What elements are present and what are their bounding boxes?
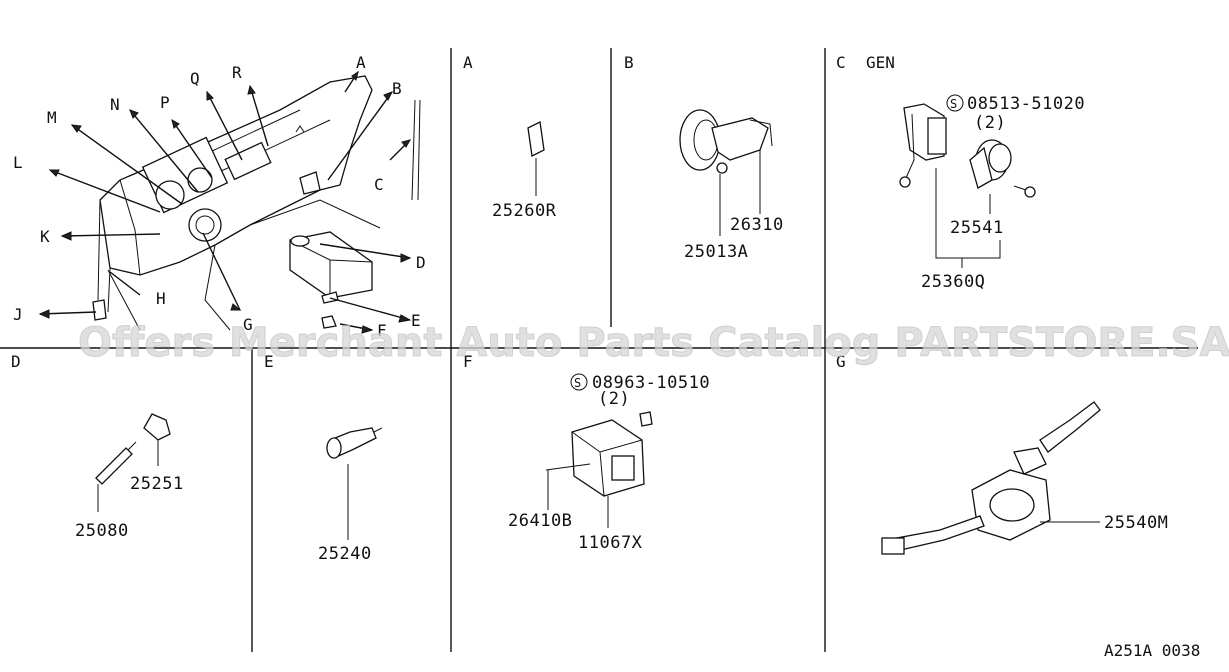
sensor-drawing (95, 447, 133, 485)
callout-q: Q (190, 69, 200, 88)
part-number-25360q[interactable]: 25360Q (921, 272, 985, 292)
callout-r: R (232, 63, 242, 82)
screw-quantity: (2) (974, 113, 1006, 133)
screw-symbol-label: S (574, 376, 581, 390)
part-number-25540m[interactable]: 25540M (1104, 513, 1168, 533)
panel-letter: D (11, 352, 21, 371)
panel-d: D 25251 25080 (11, 352, 184, 541)
panel-b: B 26310 25013A (624, 53, 784, 262)
diagram-code: A251A 0038 (1104, 641, 1200, 660)
part-number-26410b[interactable]: 26410B (508, 511, 572, 531)
screw-symbol-icon (946, 94, 964, 112)
part-number-25541[interactable]: 25541 (950, 218, 1004, 238)
callout-k: K (40, 227, 50, 246)
panel-letter: E (264, 352, 274, 371)
panel-f: F S 08963-10510 (2) 26410B 11067X (463, 352, 710, 553)
part-number-25080[interactable]: 25080 (75, 521, 129, 541)
panel-title: GEN (866, 53, 895, 72)
screw-symbol-icon (570, 373, 588, 391)
part-number-25240[interactable]: 25240 (318, 544, 372, 564)
panel-grid (0, 48, 1198, 652)
screw-part-number[interactable]: 08963-10510 (592, 373, 710, 393)
callout-p: P (160, 93, 170, 112)
part-number-25251[interactable]: 25251 (130, 474, 184, 494)
callout-m: M (47, 108, 57, 127)
callout-g: G (243, 315, 253, 334)
panel-c: C GEN S 08513-51020 (2) 25541 25360Q (836, 53, 1085, 292)
screw-symbol-label: S (950, 97, 957, 111)
screw-quantity: (2) (598, 389, 630, 409)
part-number-11067x[interactable]: 11067X (578, 533, 643, 553)
part-number-26310[interactable]: 26310 (730, 215, 784, 235)
watermark-text: Offers Merchant Auto Parts Catalog PARTS… (78, 320, 1229, 366)
panel-e: E 25240 (264, 352, 383, 564)
panel-letter: C (836, 53, 846, 72)
callout-f: F (377, 321, 387, 340)
callout-d: D (416, 253, 426, 272)
part-number-25260r[interactable]: 25260R (492, 201, 557, 221)
callout-c: C (374, 175, 384, 194)
panel-letter: A (463, 53, 473, 72)
relay-part-drawing (527, 121, 545, 157)
callout-b: B (392, 79, 402, 98)
horn-drawing (679, 109, 721, 171)
panel-letter: B (624, 53, 634, 72)
panel-letter: F (463, 352, 473, 371)
callout-h: H (156, 289, 166, 308)
panel-letter: G (836, 352, 846, 371)
callout-n: N (110, 95, 120, 114)
callout-l: L (13, 153, 23, 172)
callout-e: E (411, 311, 421, 330)
callout-a: A (356, 53, 366, 72)
callout-j: J (13, 305, 23, 324)
panel-a: A 25260R (463, 53, 557, 221)
overview-dashboard-drawing: A B C D E F G H J K L M N P Q R (13, 53, 426, 340)
panel-g: G 25540M (836, 352, 1168, 555)
screw-part-number[interactable]: 08513-51020 (967, 94, 1085, 114)
part-number-25013a[interactable]: 25013A (684, 242, 748, 262)
